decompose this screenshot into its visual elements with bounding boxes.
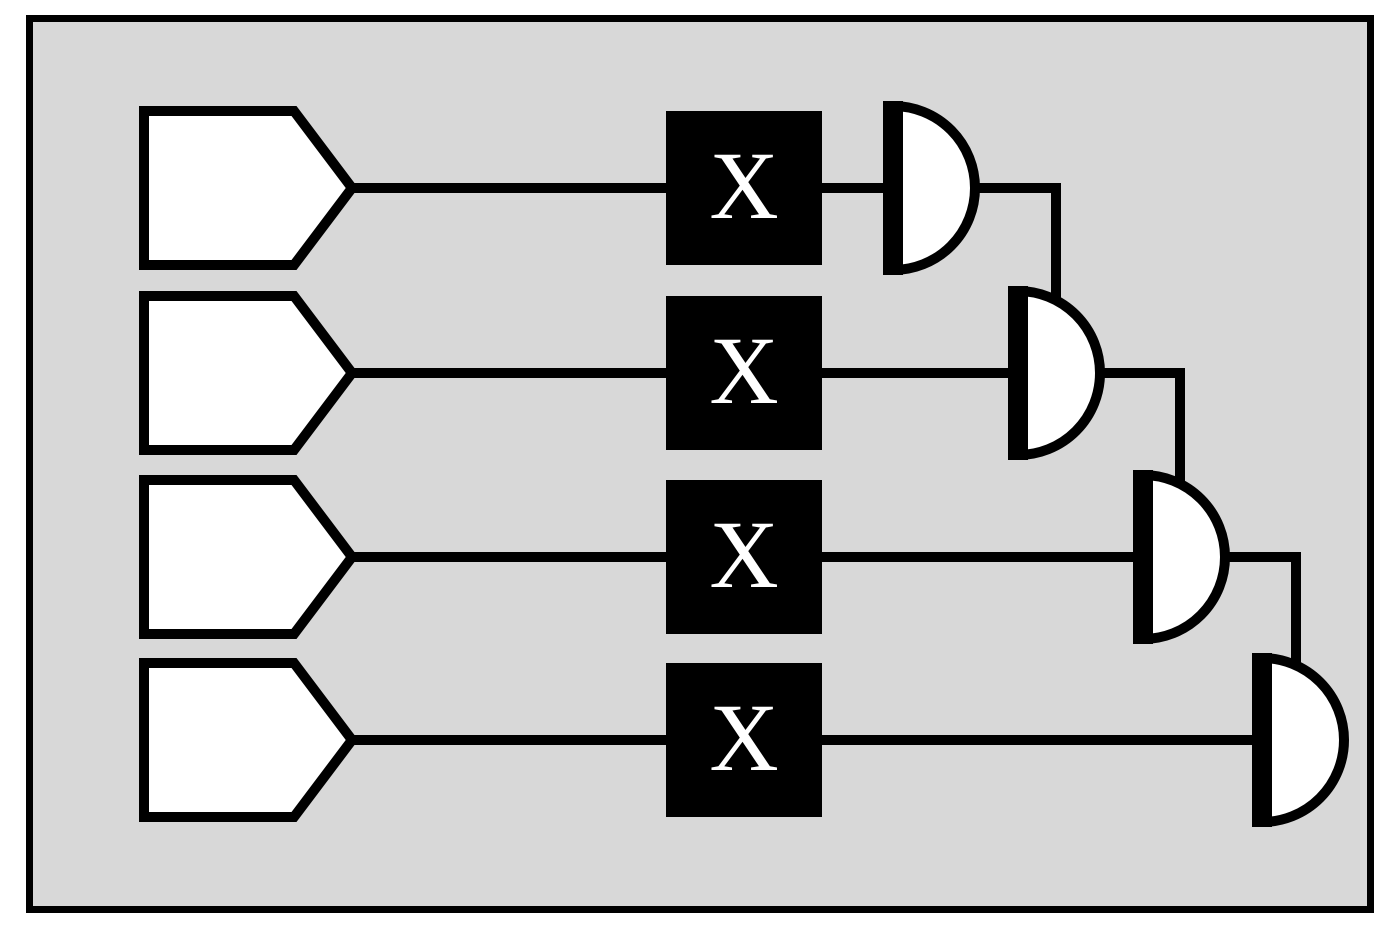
detector-arc-2: [1013, 285, 1105, 461]
input-state-pentagon-1: [139, 106, 359, 270]
x-gate-label-4: X: [709, 684, 778, 791]
x-gate-label-3: X: [709, 501, 778, 608]
x-gate-box-4: [666, 663, 822, 817]
x-gate-label-1: X: [709, 132, 778, 239]
x-gate-box-3: [666, 480, 822, 634]
detector-arc-3: [1138, 469, 1230, 645]
x-gate-label-2: X: [709, 317, 778, 424]
x-gate-box-2: [666, 296, 822, 450]
input-state-pentagon-3: [139, 475, 359, 639]
detector-arc-1: [888, 100, 980, 276]
detector-arc-4: [1257, 652, 1349, 828]
x-gate-box-1: [666, 111, 822, 265]
input-state-pentagon-4: [139, 658, 359, 822]
input-state-pentagon-2: [139, 291, 359, 455]
